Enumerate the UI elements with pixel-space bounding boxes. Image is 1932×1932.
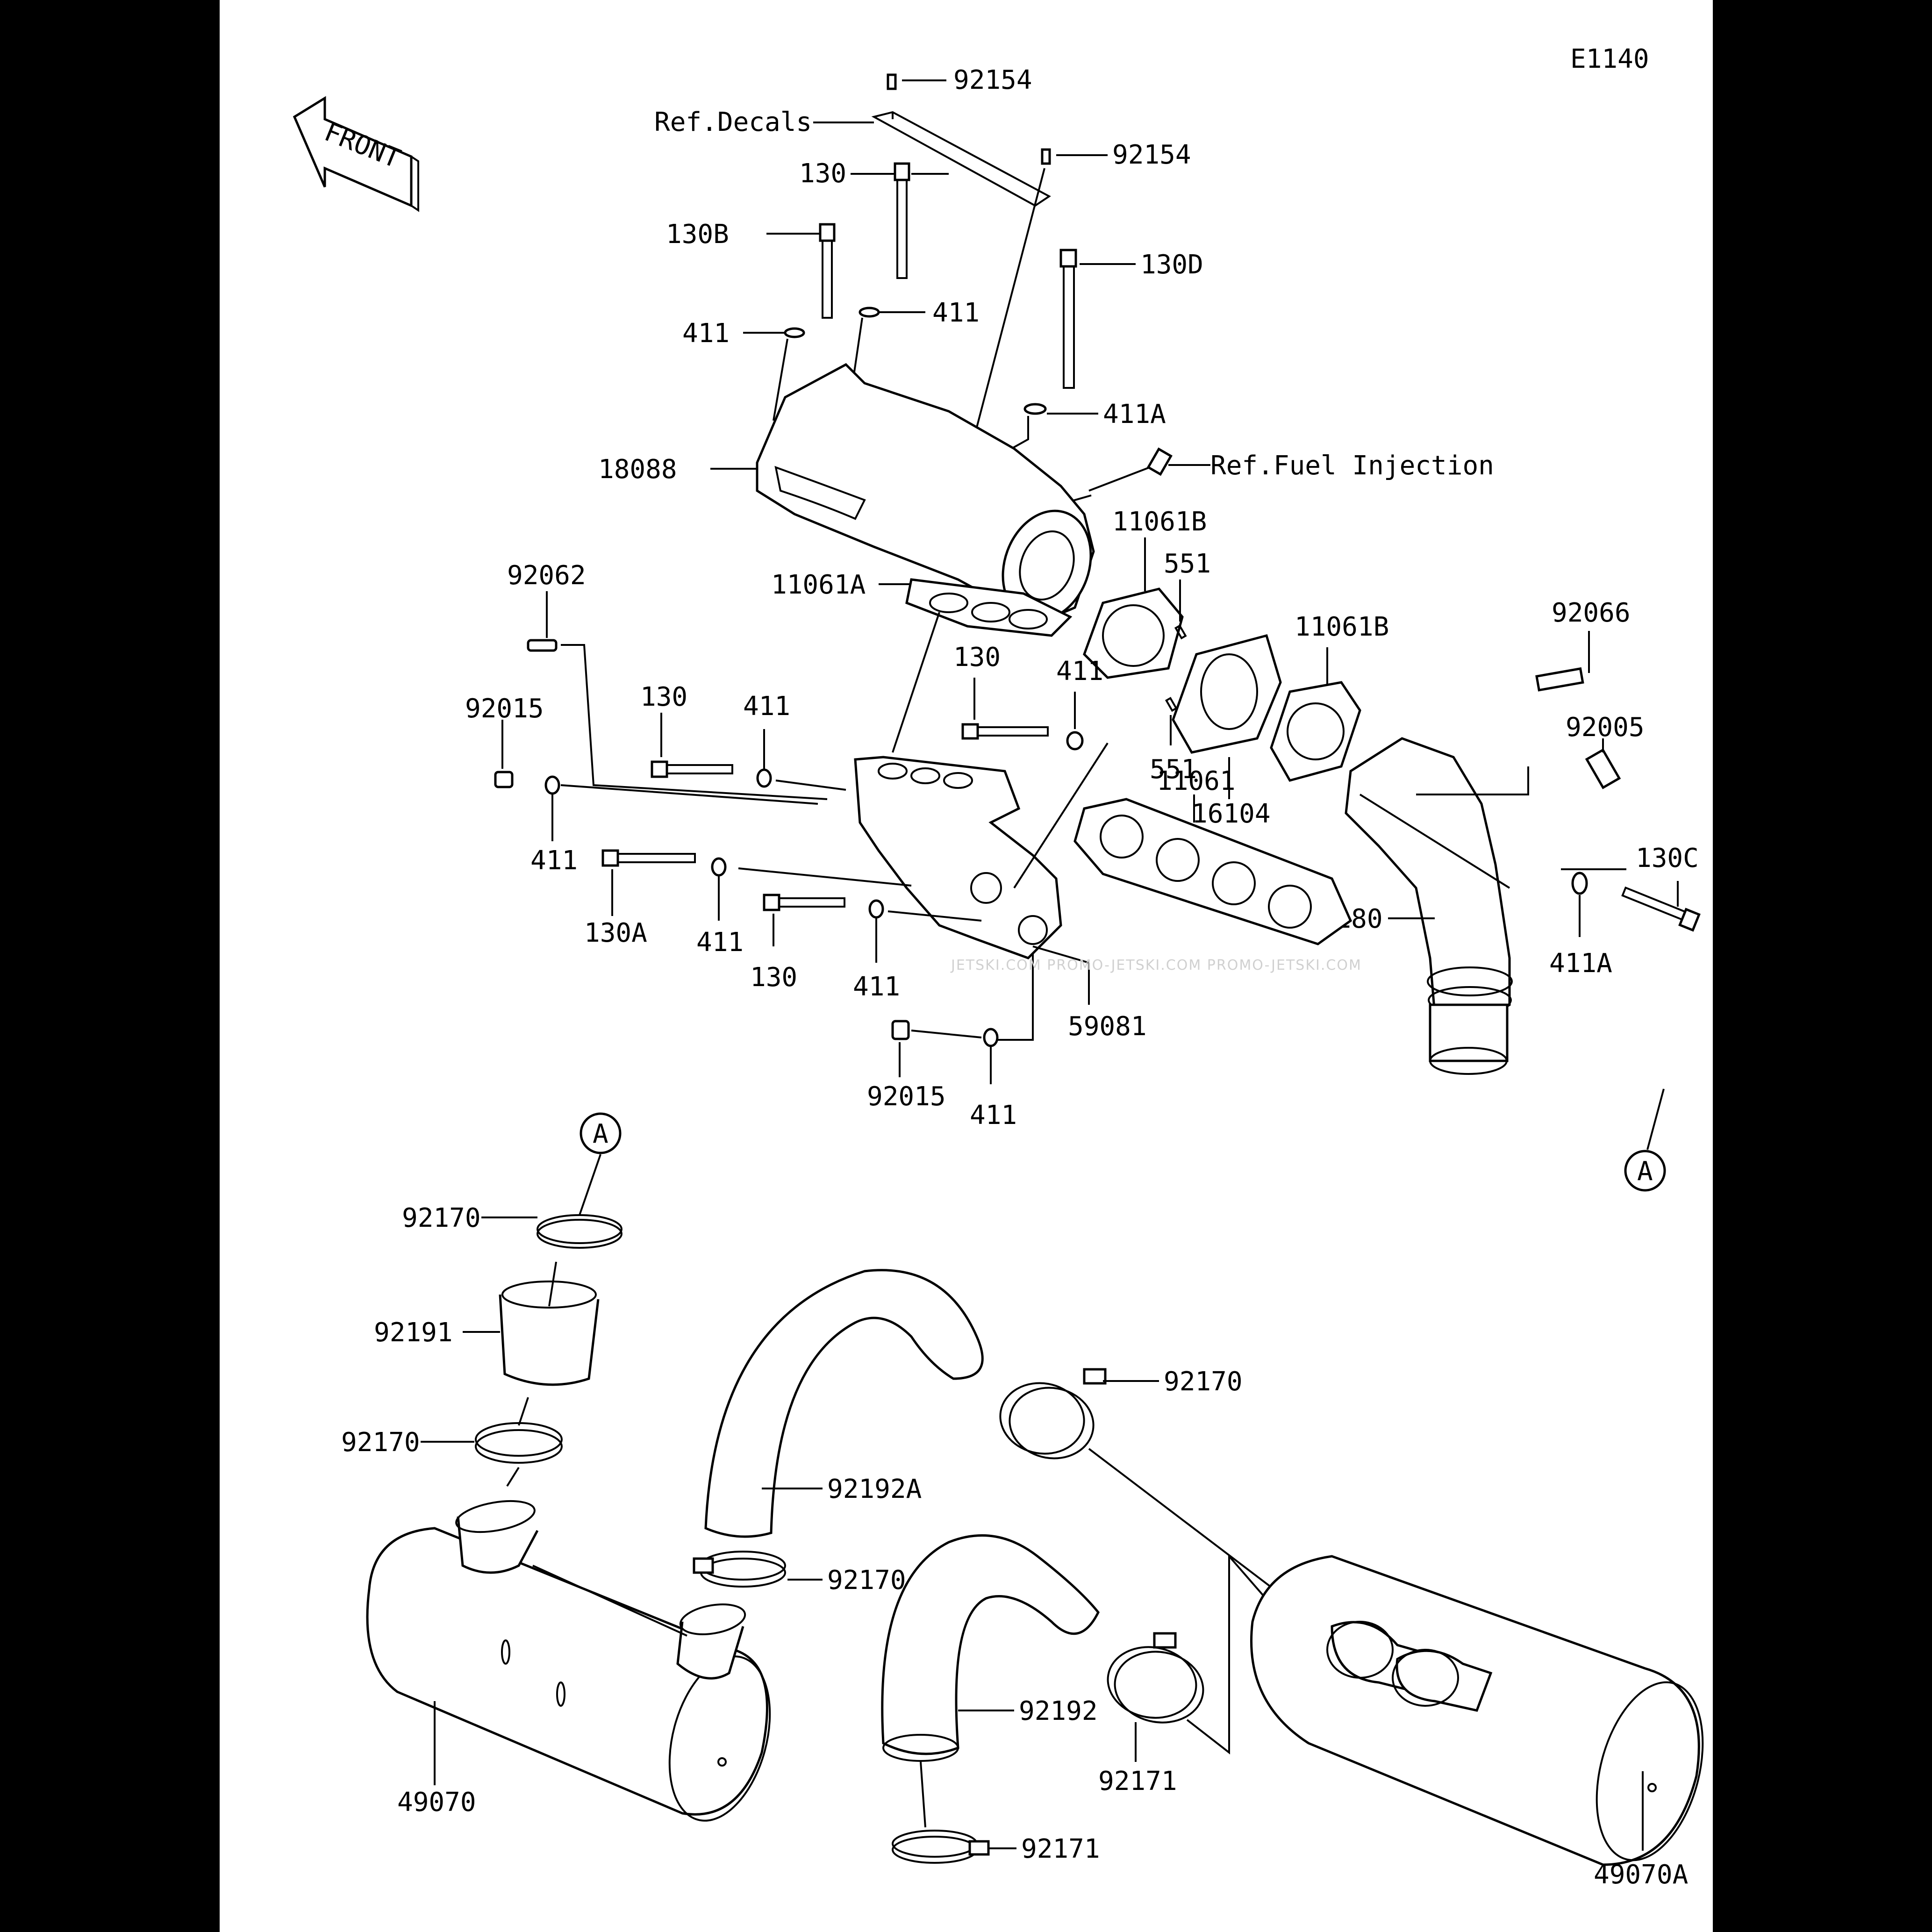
pin-551-a	[1174, 580, 1187, 640]
sleeve-92191	[463, 1261, 600, 1386]
washer-411-a	[743, 327, 805, 421]
label-92170-a: 92170	[402, 1203, 481, 1233]
label-11061b-b: 11061B	[1295, 612, 1389, 642]
washer-411-f	[711, 857, 912, 921]
gasket-11061b-a	[1083, 587, 1184, 679]
gasket-11061a	[905, 578, 1073, 637]
label-16104: 16104	[1192, 799, 1271, 829]
muffler-49070	[366, 1467, 771, 1822]
label-411-h: 411	[970, 1100, 1017, 1131]
nut-92015-a	[494, 720, 514, 788]
label-551-a: 551	[1164, 549, 1211, 579]
label-130d: 130D	[1140, 250, 1203, 280]
bolt-130d	[1059, 249, 1077, 389]
label-ref-fuel: Ref.Fuel Injection	[1210, 451, 1494, 481]
label-92170-b: 92170	[341, 1427, 420, 1458]
label-92005: 92005	[1566, 712, 1645, 743]
label-11061: 11061	[1157, 766, 1236, 796]
label-130-lower: 130	[750, 962, 797, 993]
bolt-130-mid	[961, 678, 1049, 740]
bolt-130-top	[894, 162, 949, 279]
bolt-130c	[1561, 868, 1701, 932]
muffler-49070a	[1250, 1555, 1704, 1866]
label-130-left: 130	[640, 682, 687, 712]
label-circle-a-right: A	[1637, 1156, 1653, 1187]
pin-551-b	[1165, 697, 1178, 745]
label-49070: 49070	[397, 1787, 476, 1818]
label-130-mid: 130	[953, 642, 1001, 673]
label-130-top: 130	[799, 158, 846, 189]
exhaust-manifold-18088	[756, 363, 1095, 623]
label-130c: 130C	[1636, 843, 1699, 873]
screw-92154-b	[964, 148, 1108, 472]
clamp-92171-b	[892, 1761, 1016, 1864]
gasket-11061b-b	[1270, 681, 1361, 782]
label-411a-top: 411A	[1103, 399, 1166, 429]
label-49070a: 49070A	[1594, 1860, 1688, 1890]
clamp-92170-b	[421, 1397, 563, 1464]
nut-92015-b	[891, 1020, 910, 1077]
washer-411-g	[868, 899, 982, 963]
label-92170-c: 92170	[1164, 1367, 1243, 1397]
label-130a: 130A	[584, 918, 647, 948]
label-18088: 18088	[598, 454, 677, 485]
label-92154-b: 92154	[1112, 140, 1191, 170]
exhaust-parts-diagram: E1140 FRONT 92154 Ref.Decals 92154 130 1…	[293, 44, 1704, 1890]
watermark: JETSKI.COM PROMO-JETSKI.COM PROMO-JETSKI…	[950, 957, 1362, 973]
washer-411-c	[1013, 692, 1109, 889]
label-92015-b: 92015	[867, 1081, 946, 1112]
label-92191: 92191	[374, 1317, 453, 1348]
gasket-11061	[1073, 798, 1352, 945]
bolt-130-lower	[763, 894, 845, 946]
screw-92154-a	[887, 73, 946, 90]
exhaust-elbow-18180	[1345, 737, 1529, 1075]
label-92192a: 92192A	[827, 1474, 922, 1504]
ref-circle-a-right	[1624, 1150, 1666, 1192]
hose-92192a	[704, 1269, 984, 1538]
label-92170-d: 92170	[827, 1565, 906, 1596]
clamp-92170-d	[693, 1551, 823, 1588]
clamp-92170-a	[481, 1214, 623, 1249]
sheet-id: E1140	[1570, 44, 1649, 74]
label-551-b: 551	[1150, 754, 1197, 785]
washer-411-h	[911, 953, 1034, 1084]
label-circle-a-left: A	[593, 1119, 608, 1149]
front-arrow-icon: FRONT	[293, 96, 419, 212]
ref-circle-a-left	[580, 1112, 622, 1154]
label-92066: 92066	[1552, 598, 1631, 628]
label-411-b: 411	[932, 298, 980, 328]
label-92062: 92062	[507, 560, 586, 591]
bolt-130a	[601, 849, 696, 916]
decal-bracket	[871, 111, 1051, 207]
label-92154-a: 92154	[953, 65, 1032, 95]
label-130b: 130B	[666, 219, 729, 250]
label-11061a: 11061A	[771, 570, 866, 600]
exhaust-manifold-59081	[854, 756, 1062, 959]
bolt-130-left	[651, 713, 733, 778]
label-411-e: 411	[743, 691, 790, 722]
thermostat-housing-16104	[1172, 634, 1282, 754]
label-92015-a: 92015	[465, 694, 544, 724]
label-411a-b: 411A	[1549, 948, 1612, 979]
label-411-d: 411	[530, 845, 578, 876]
washer-411a-b	[1571, 872, 1588, 937]
diagram-sheet: E1140 FRONT 92154 Ref.Decals 92154 130 1…	[220, 0, 1713, 1932]
fitting-92005	[1585, 738, 1621, 789]
hose-92192	[881, 1534, 1100, 1762]
washer-411-d	[544, 775, 818, 841]
label-92192: 92192	[1019, 1696, 1098, 1726]
label-411-g: 411	[853, 972, 900, 1002]
bolt-130b	[819, 223, 836, 319]
label-411-c: 411	[1056, 656, 1103, 687]
label-ref-decals: Ref.Decals	[654, 107, 812, 137]
bolt-92066	[1535, 631, 1590, 692]
label-92171-b: 92171	[1021, 1834, 1100, 1864]
label-411-f: 411	[696, 927, 744, 958]
washer-411-e	[756, 729, 846, 791]
label-411-a: 411	[682, 318, 730, 349]
label-59081: 59081	[1068, 1011, 1147, 1042]
label-92171-a: 92171	[1098, 1766, 1177, 1796]
label-11061b-a: 11061B	[1112, 507, 1207, 537]
plug-92062	[527, 591, 828, 800]
